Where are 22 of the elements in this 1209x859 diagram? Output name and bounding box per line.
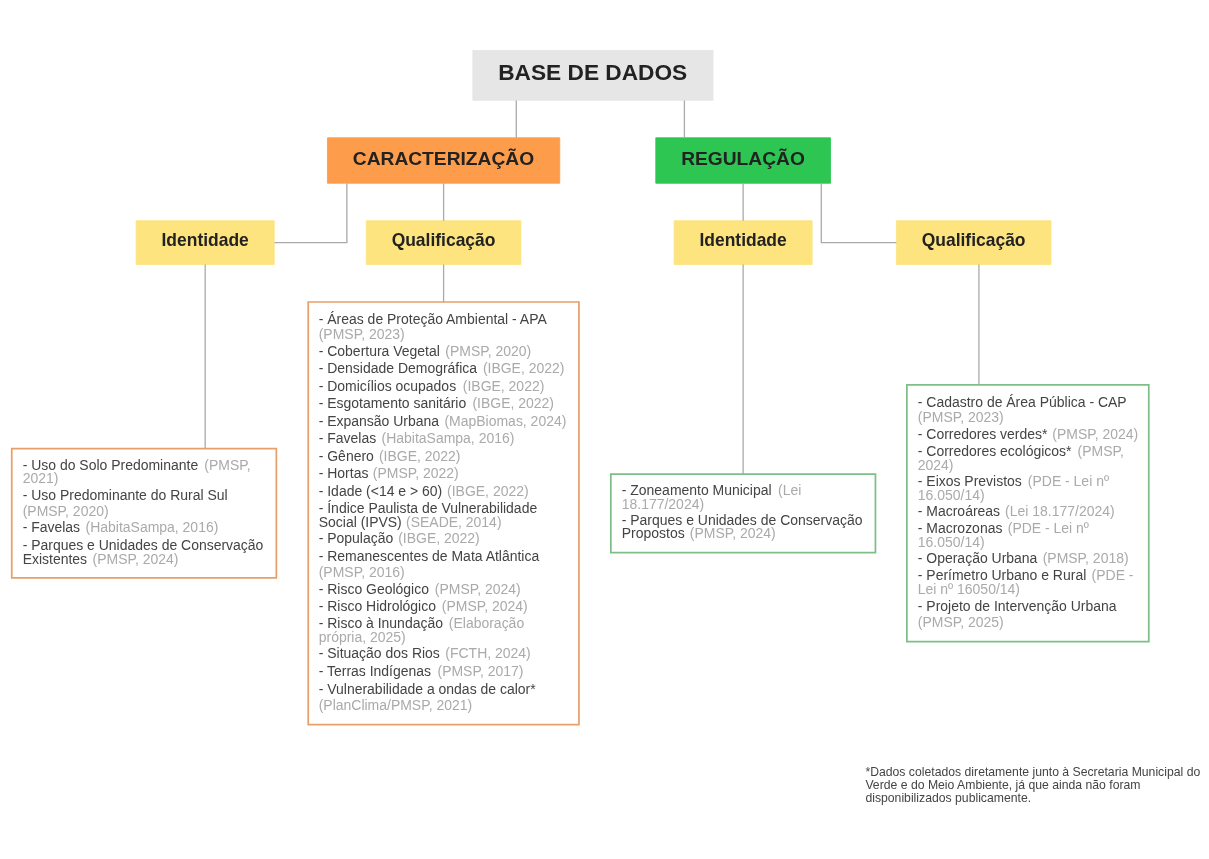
connector (273, 182, 348, 244)
connector (742, 182, 744, 222)
node-box: - Áreas de Proteção Ambiental - APA (PMSP, 2023) - Cobertura Vegetal (PMSP, 2020) - Densidade Demográfica (IBGE, 2022) - Domicílios ocupados (IBGE, 2022) - Esgotamento sanitário (IBGE, 2022) - Expansão Urbana (MapBiomas, 2024) - Favelas (HabitaSampa, 2016) - Gênero (IBGE, 2022) - Hortas (PMSP, 2022) - Idade (<14 e > 60) (IBGE, 2022) - Índice Paulista de Vulnerabilidade Social (IPVS) (SEADE, 2014) - População (IBGE, 2022) - Remanescentes de Mata Atlântica (PMSP, 2016) - Risco Geológico (PMSP, 2024) - Risco Hidrológico (PMSP, 2024) - Risco à Inundação (Elaboração própria, 2025) - Situação dos Rios (FCTH, 2024) - Terras Indígenas (PMSP, 2017) - Vulnerabilidade a ondas de calor* (PlanClima/PMSP, 2021) (307, 301, 580, 726)
node-box: Identidade (135, 220, 275, 265)
connector (442, 263, 445, 303)
connector (820, 182, 898, 244)
node-box: Qualificação (365, 220, 522, 265)
node-box: - Uso do Solo Predominante (PMSP, 2021) - Uso Predominante do Rural Sul (PMSP, 2020) - Favelas (HabitaSampa, 2016) - Parques e Unidades de Conservação Existentes (PMSP, 2024) (10, 447, 278, 579)
connector (742, 263, 744, 475)
connector (515, 99, 517, 139)
connector (204, 263, 206, 450)
connector (442, 182, 445, 222)
node-box: BASE DE DADOS (472, 50, 714, 101)
node-box: - Cadastro de Área Pública - CAP (PMSP, 2023) - Corredores verdes* (PMSP, 2024) - Corredores ecológicos* (PMSP, 2024) - Eixos Previstos (PDE - Lei nº 16.050/14) - Macroáreas (Lei 18.177/2024) - Macrozonas (PDE - Lei nº 16.050/14) - Operação Urbana (PMSP, 2018) - Perímetro Urbano e Rural (PDE - Lei nº 16050/14) - Projeto de Intervenção Urbana (PMSP, 2025) (906, 384, 1150, 643)
label: *Dados coletados diretamente junto à Secretaria Municipal do Verde e do Meio Ambiente, já que ainda não foram disponibilizados publicamente. (865, 764, 1201, 805)
node-box: CARACTERIZAÇÃO (327, 137, 561, 184)
node-box: Identidade (673, 220, 813, 265)
node-box: REGULAÇÃO (655, 137, 831, 184)
connector (683, 99, 686, 139)
connector (978, 263, 980, 386)
node-box: Qualificação (895, 220, 1052, 265)
node-box: - Zoneamento Municipal (Lei 18.177/2024) - Parques e Unidades de Conservação Propostos (PMSP, 2024) (609, 473, 877, 554)
